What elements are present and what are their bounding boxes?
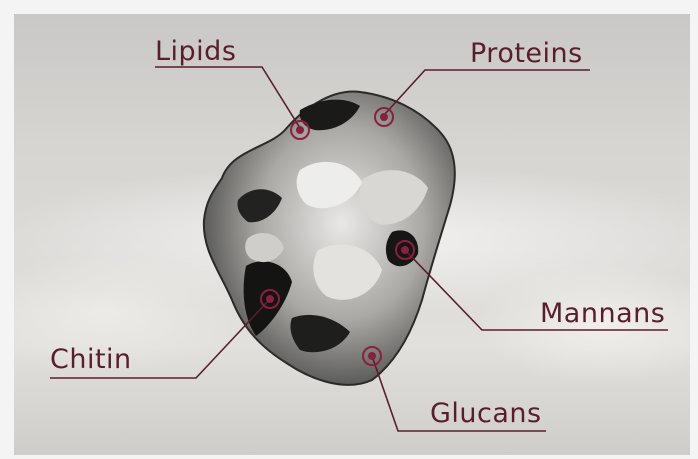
label-lipids: Lipids bbox=[155, 38, 236, 65]
label-chitin: Chitin bbox=[50, 346, 132, 373]
leader-line-proteins bbox=[384, 70, 590, 115]
leader-line-lipids bbox=[155, 67, 300, 128]
label-proteins: Proteins bbox=[470, 40, 583, 67]
label-mannans: Mannans bbox=[540, 300, 665, 327]
label-glucans: Glucans bbox=[430, 400, 542, 427]
yeast-cell-particle bbox=[204, 92, 455, 385]
